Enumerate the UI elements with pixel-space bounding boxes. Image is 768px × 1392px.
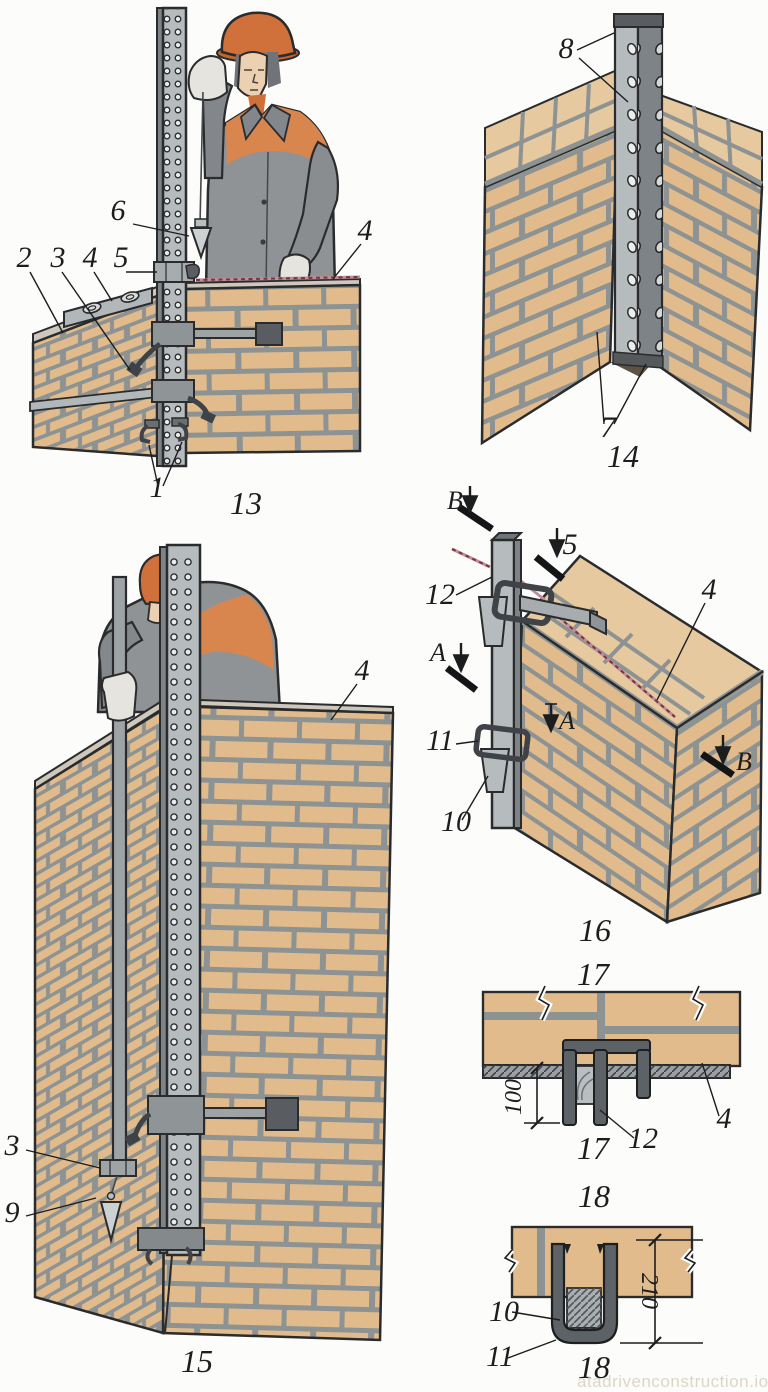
figure-14-caption: 14: [607, 438, 639, 474]
dimension-100-label: 100: [501, 1079, 527, 1115]
plumb-bracket: [99, 1159, 137, 1177]
break-mark: [503, 1249, 517, 1273]
fig17-callouts: 12 4 17: [577, 1062, 732, 1166]
callout-9: 9: [5, 1196, 20, 1229]
callout-4: 4: [717, 1102, 732, 1135]
dimension-210-label: 210: [636, 1273, 662, 1309]
figure-17-caption-top: 17: [577, 956, 611, 992]
callout-8: 8: [559, 32, 574, 65]
callout-4-cord: 4: [358, 214, 373, 247]
callout-4: 4: [702, 573, 717, 606]
plumb-bob-icon-15: [99, 1175, 123, 1244]
break-mark: [691, 985, 705, 1021]
guide-rod: [111, 575, 128, 1169]
dimension-100: 100: [501, 1061, 560, 1130]
fig13-callouts: 2 3 4 5 6 4 1 13: [17, 194, 373, 521]
figure-17: 17 100 12 4 17: [481, 956, 742, 1166]
callout-1: 1: [150, 471, 165, 504]
figure-16: B 5 12 4 A 11 10 A B 16: [425, 486, 765, 948]
break-mark: [683, 1249, 697, 1273]
fig15-callouts: 4 3 9 15: [4, 654, 370, 1379]
figure-14: 8 7 14: [480, 13, 764, 474]
cord-holder-section: [562, 1039, 651, 1126]
figure-13: 2 3 4 5 6 4 1 13: [17, 6, 373, 521]
callout-6: 6: [111, 194, 126, 227]
callout-10: 10: [489, 1295, 519, 1328]
order-pole-15: [159, 543, 202, 1257]
callout-2: 2: [17, 241, 32, 274]
callout-4: 4: [355, 654, 370, 687]
callout-3: 3: [50, 241, 66, 274]
fig16-marks: [444, 486, 735, 778]
lower-stirrup: [473, 723, 531, 763]
brick-wall-right: [181, 283, 362, 455]
pole-clamp-lower: [151, 379, 217, 424]
fig14-callouts: 8 7 14: [559, 32, 647, 474]
plumb-bob-icon: [189, 91, 213, 261]
callout-7: 7: [601, 411, 618, 444]
callout-4-level: 4: [83, 241, 98, 274]
dimension-210: 210: [620, 1233, 703, 1350]
corner-order-pole: [612, 13, 664, 369]
watermark-text: atadrivenconstruction.io: [577, 1372, 768, 1391]
section-mark-B: B: [447, 486, 463, 515]
figure-15: 4 3 9 15: [4, 543, 395, 1379]
callout-3: 3: [4, 1129, 20, 1162]
callout-5: 5: [114, 241, 129, 274]
pole-holes-right: [638, 15, 662, 360]
pole-base-hooks: [139, 417, 189, 444]
wall-mark-A: A: [557, 706, 575, 735]
section-mark-A: A: [428, 638, 446, 667]
callout-10: 10: [441, 805, 471, 838]
worker-left-glove: [187, 54, 229, 101]
worker-glove-on-rod: [101, 670, 138, 722]
callout-5: 5: [563, 528, 578, 561]
pole-clamp-upper: [126, 321, 283, 378]
pole-holes-left: [615, 15, 638, 360]
worker-face: [236, 51, 269, 98]
figure-13-caption: 13: [230, 485, 262, 521]
figure-16-caption: 16: [579, 912, 611, 948]
fig16-callouts: B 5 12 4 A 11 10 A B 16: [425, 486, 752, 948]
order-pole: [156, 6, 188, 468]
level-tool: [63, 286, 153, 329]
figure-18: 18 210 10 11 18: [486, 1178, 703, 1385]
callout-11: 11: [426, 724, 454, 757]
pole-holes: [163, 8, 186, 466]
break-mark: [537, 985, 551, 1021]
pole-holes: [167, 551, 200, 1251]
wall-mark-B: B: [736, 747, 752, 776]
figure-17-caption-bottom: 17: [577, 1130, 611, 1166]
cord-left-segment: [451, 547, 491, 569]
worker-figure: [187, 11, 340, 292]
figure-18-caption-bottom: 18: [578, 1349, 610, 1385]
callout-12: 12: [425, 578, 455, 611]
fig18-callouts: 10 11 18: [486, 1295, 610, 1385]
callout-12: 12: [628, 1122, 658, 1155]
cord-holder-lip: [589, 610, 607, 636]
wall-corner-seam: [164, 1254, 173, 1334]
figure-18-caption-top: 18: [578, 1178, 610, 1214]
cross-bar-clamp: [124, 1095, 299, 1147]
callout-11: 11: [486, 1340, 514, 1373]
cord-clamp: [153, 261, 200, 283]
pole-base-clamp-15: [137, 1227, 205, 1266]
figure-15-caption: 15: [181, 1343, 213, 1379]
